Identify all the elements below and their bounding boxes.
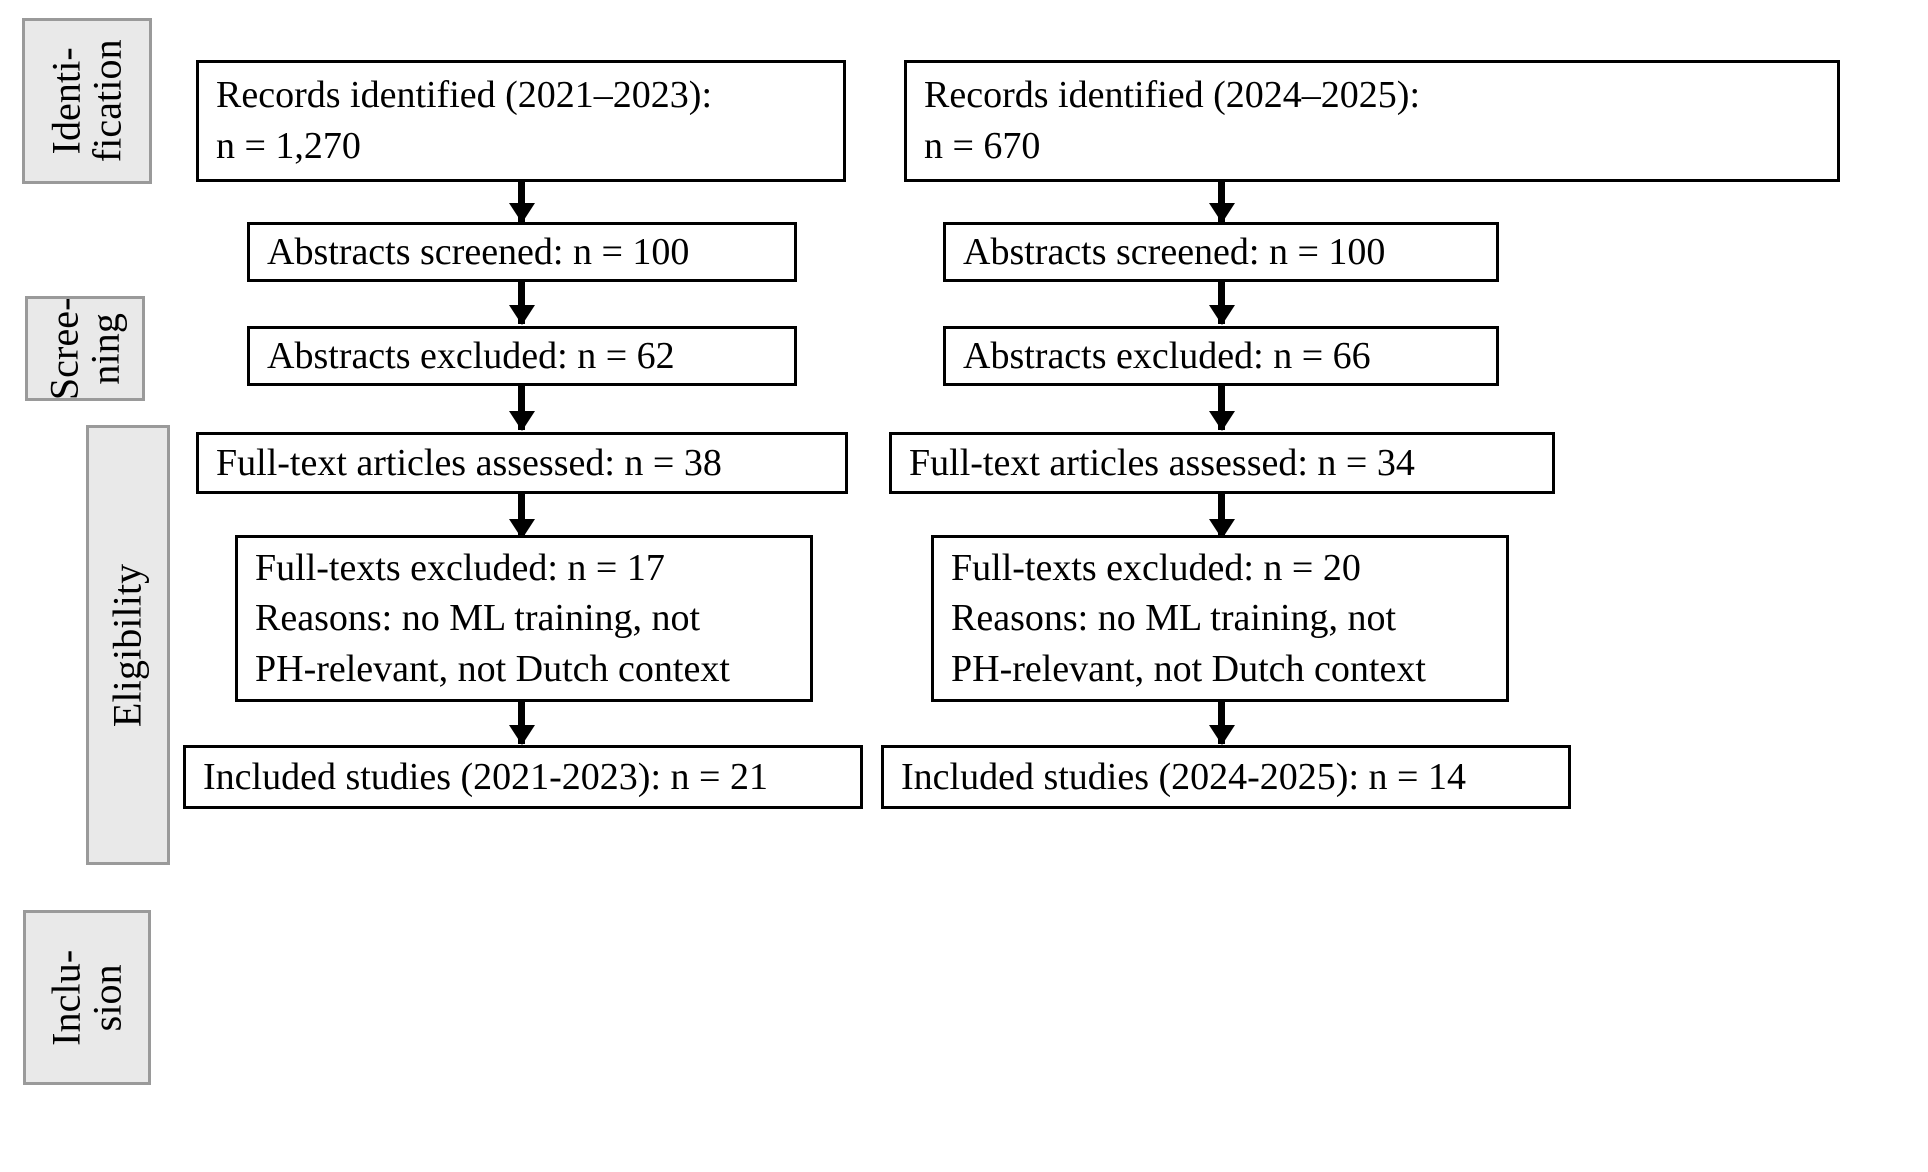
arrow-screened-to-excluded-left [518, 282, 525, 324]
box-line: Records identified (2021–2023): [216, 74, 713, 117]
stage-label-line: Eligibility [104, 563, 150, 727]
stage-label-inclusion: Inclu- sion [23, 910, 151, 1085]
stage-label-line: Scree- [41, 297, 87, 400]
stage-label-line: sion [83, 963, 129, 1032]
arrow-excluded-to-assessed-right [1218, 386, 1225, 430]
box-line: Records identified (2024–2025): [924, 74, 1421, 117]
stage-label-line: fication [84, 39, 129, 163]
box-fulltexts-excluded-2024-2025: Full-texts excluded: n = 20 Reasons: no … [931, 535, 1509, 702]
box-line: Full-texts excluded: n = 17 [255, 546, 665, 589]
box-abstracts-screened-2024-2025: Abstracts screened: n = 100 [943, 222, 1499, 282]
box-line: n = 1,270 [216, 125, 361, 167]
box-abstracts-excluded-2024-2025: Abstracts excluded: n = 66 [943, 326, 1499, 386]
box-line: PH-relevant, not Dutch context [255, 647, 730, 690]
box-included-studies-2021-2023: Included studies (2021-2023): n = 21 [183, 745, 863, 809]
stage-label-identification-text: Identi- fication [43, 39, 129, 163]
arrow-assessed-to-fulltexts-excluded-right [1218, 494, 1225, 538]
box-abstracts-screened-2021-2023: Abstracts screened: n = 100 [247, 222, 797, 282]
arrow-excluded-to-assessed-left [518, 386, 525, 430]
box-line: n = 670 [924, 125, 1041, 167]
box-fulltext-assessed-2024-2025: Full-text articles assessed: n = 34 [889, 432, 1555, 494]
arrow-identified-to-screened-right [1218, 182, 1225, 222]
box-line: Abstracts excluded: n = 66 [963, 334, 1371, 377]
box-records-identified-2021-2023: Records identified (2021–2023): n = 1,27… [196, 60, 846, 182]
stage-label-line: Identi- [43, 47, 89, 155]
box-line: Full-texts excluded: n = 20 [951, 546, 1361, 589]
stage-label-line: Inclu- [43, 949, 89, 1046]
arrow-assessed-to-fulltexts-excluded-left [518, 494, 525, 538]
stage-label-line: ning [82, 312, 127, 385]
box-line: Included studies (2024-2025): n = 14 [901, 755, 1466, 798]
box-line: PH-relevant, not Dutch context [951, 647, 1426, 690]
stage-label-eligibility: Eligibility [86, 425, 170, 865]
stage-label-inclusion-text: Inclu- sion [43, 949, 129, 1046]
arrow-screened-to-excluded-right [1218, 282, 1225, 324]
stage-label-eligibility-text: Eligibility [104, 563, 150, 727]
box-records-identified-2024-2025: Records identified (2024–2025): n = 670 [904, 60, 1840, 182]
box-abstracts-excluded-2021-2023: Abstracts excluded: n = 62 [247, 326, 797, 386]
stage-label-identification: Identi- fication [22, 18, 152, 184]
box-line: Full-text articles assessed: n = 34 [909, 441, 1415, 484]
stage-label-screening-text: Scree- ning [41, 297, 127, 400]
box-fulltexts-excluded-2021-2023: Full-texts excluded: n = 17 Reasons: no … [235, 535, 813, 702]
box-line: Included studies (2021-2023): n = 21 [203, 755, 768, 798]
box-line: Reasons: no ML training, not [255, 597, 701, 640]
arrow-fulltexts-excluded-to-included-left [518, 702, 525, 744]
box-included-studies-2024-2025: Included studies (2024-2025): n = 14 [881, 745, 1571, 809]
box-line: Reasons: no ML training, not [951, 597, 1397, 640]
arrow-fulltexts-excluded-to-included-right [1218, 702, 1225, 744]
box-line: Abstracts screened: n = 100 [267, 230, 690, 273]
arrow-identified-to-screened-left [518, 182, 525, 222]
box-line: Full-text articles assessed: n = 38 [216, 441, 722, 484]
box-fulltext-assessed-2021-2023: Full-text articles assessed: n = 38 [196, 432, 848, 494]
stage-label-screening: Scree- ning [25, 296, 145, 401]
box-line: Abstracts excluded: n = 62 [267, 334, 675, 377]
box-line: Abstracts screened: n = 100 [963, 230, 1386, 273]
